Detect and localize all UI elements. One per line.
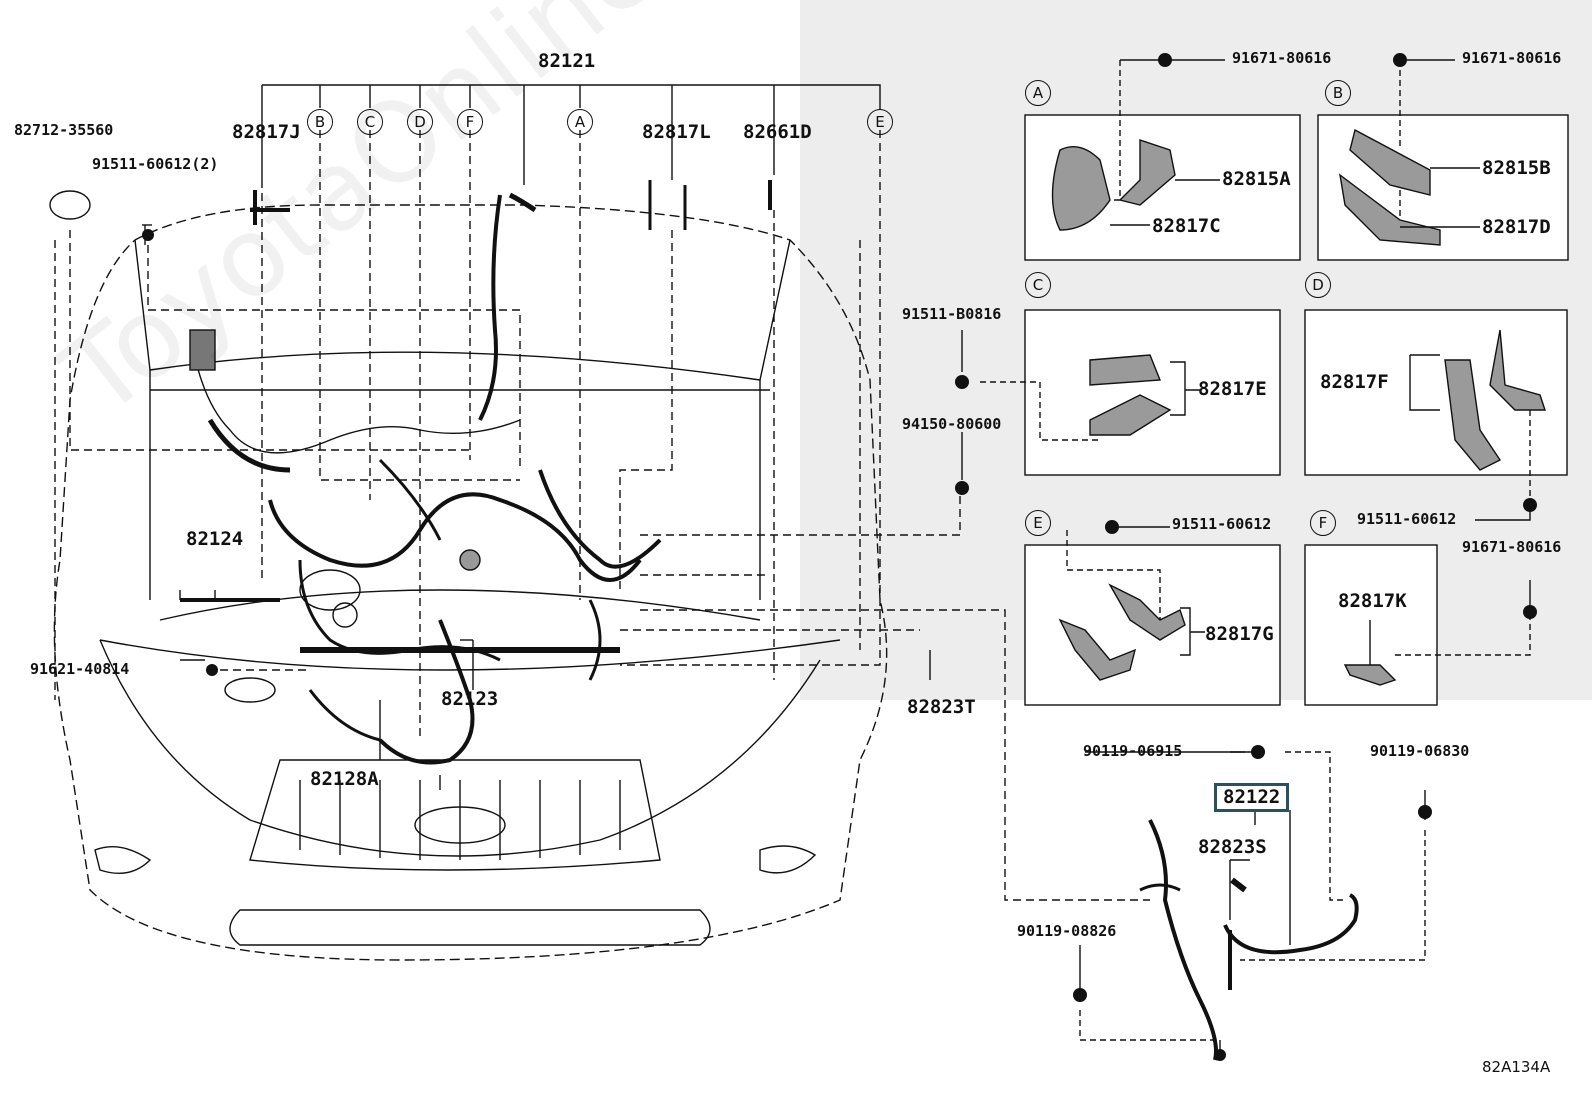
label-90119-08826: 90119-08826 — [1017, 922, 1117, 940]
label-91621-40814: 91621-40814 — [30, 660, 130, 678]
label-82817j: 82817J — [232, 121, 301, 143]
panel-f-part1: 82817K — [1338, 590, 1407, 612]
callout-c: C — [357, 109, 383, 135]
highlighted-part-82122[interactable]: 82122 — [1214, 783, 1290, 812]
panel-b-bolt: 91671-80616 — [1462, 49, 1562, 67]
callout-f: F — [457, 109, 483, 135]
label-82121: 82121 — [538, 50, 596, 72]
panel-a-bolt: 91671-80616 — [1232, 49, 1332, 67]
callout-e: E — [867, 109, 893, 135]
callout-a: A — [567, 109, 593, 135]
label-82661d: 82661D — [743, 121, 812, 143]
panel-a-part1: 82815A — [1222, 168, 1291, 190]
panel-e-part1: 82817G — [1205, 623, 1274, 645]
panel-c-nut: 94150-80600 — [902, 415, 1002, 433]
panel-f-letter: F — [1310, 510, 1336, 536]
panel-a-part2: 82817C — [1152, 215, 1221, 237]
panel-c-letter: C — [1025, 272, 1051, 298]
diagram-ref-code: 82A134A — [1482, 1058, 1551, 1076]
panel-d-bolt: 91511-60612 — [1357, 510, 1457, 528]
panel-c-part1: 82817E — [1198, 378, 1267, 400]
label-90119-06915: 90119-06915 — [1083, 742, 1183, 760]
label-82124: 82124 — [186, 528, 244, 550]
label-82712-35560: 82712-35560 — [14, 121, 114, 139]
label-82817l: 82817L — [642, 121, 711, 143]
panel-d-letter: D — [1305, 272, 1331, 298]
label-82123: 82123 — [441, 688, 499, 710]
panel-b-part2: 82817D — [1482, 216, 1551, 238]
label-82128a: 82128A — [310, 768, 379, 790]
panel-d-part1: 82817F — [1320, 371, 1389, 393]
label-82823t: 82823T — [907, 696, 976, 718]
panel-a-letter: A — [1025, 80, 1051, 106]
panel-e-bolt: 91511-60612 — [1172, 515, 1272, 533]
label-91511-60612-2: 91511-60612(2) — [92, 155, 219, 173]
label-90119-06830: 90119-06830 — [1370, 742, 1470, 760]
callout-b: B — [307, 109, 333, 135]
callout-d: D — [407, 109, 433, 135]
panel-f-bolt: 91671-80616 — [1462, 538, 1562, 556]
label-82823s: 82823S — [1198, 836, 1267, 858]
panel-e-letter: E — [1025, 510, 1051, 536]
panel-b-letter: B — [1325, 80, 1351, 106]
panel-c-bolt: 91511-B0816 — [902, 305, 1002, 323]
panel-b-part1: 82815B — [1482, 157, 1551, 179]
